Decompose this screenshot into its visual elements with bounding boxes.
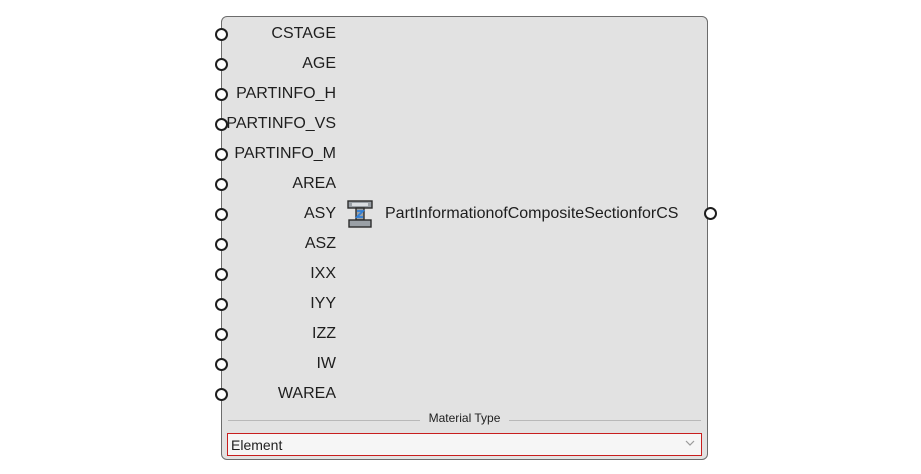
input-grip[interactable] (215, 268, 228, 281)
input-grip[interactable] (215, 358, 228, 371)
input-grip[interactable] (215, 118, 228, 131)
input-param-iyy[interactable]: IYY (215, 289, 342, 319)
input-grip[interactable] (215, 208, 228, 221)
input-label: IYY (310, 295, 336, 312)
input-param-ixx[interactable]: IXX (215, 259, 342, 289)
input-grip[interactable] (215, 88, 228, 101)
material-type-divider: Material Type (228, 411, 701, 427)
input-label: ASZ (304, 235, 336, 252)
material-type-label: Material Type (428, 411, 501, 425)
input-param-age[interactable]: AGE (215, 49, 342, 79)
input-param-izz[interactable]: IZZ (215, 319, 342, 349)
divider-line-right (509, 420, 701, 421)
input-parameter-list: CSTAGE AGE PARTINFO_H PARTINFO_VS PARTIN… (215, 19, 342, 409)
material-type-dropdown[interactable]: Element (227, 433, 702, 456)
input-grip[interactable] (215, 238, 228, 251)
input-param-partinfo-h[interactable]: PARTINFO_H (215, 79, 342, 109)
input-param-area[interactable]: AREA (215, 169, 342, 199)
input-param-asz[interactable]: ASZ (215, 229, 342, 259)
input-param-iw[interactable]: IW (215, 349, 342, 379)
input-grip[interactable] (215, 298, 228, 311)
input-label: IXX (310, 265, 336, 282)
grasshopper-component[interactable]: CSTAGE AGE PARTINFO_H PARTINFO_VS PARTIN… (215, 16, 717, 460)
input-param-partinfo-vs[interactable]: PARTINFO_VS (215, 109, 342, 139)
chevron-down-icon (685, 440, 695, 446)
input-param-cstage[interactable]: CSTAGE (215, 19, 342, 49)
input-label: ASY (303, 205, 336, 222)
input-label: WAREA (277, 385, 336, 402)
input-grip[interactable] (215, 388, 228, 401)
input-grip[interactable] (215, 148, 228, 161)
input-label: IW (316, 355, 336, 372)
input-grip[interactable] (215, 28, 228, 41)
input-label: CSTAGE (271, 25, 336, 42)
input-grip[interactable] (215, 58, 228, 71)
output-grip[interactable] (704, 207, 717, 220)
component-header: PartInformationofCompositeSectionforCS (346, 197, 678, 231)
material-type-value: Element (231, 437, 283, 453)
input-label: PARTINFO_VS (226, 115, 336, 132)
input-label: PARTINFO_M (234, 145, 336, 162)
input-param-warea[interactable]: WAREA (215, 379, 342, 409)
input-param-asy[interactable]: ASY (215, 199, 342, 229)
input-label: IZZ (312, 325, 336, 342)
input-param-partinfo-m[interactable]: PARTINFO_M (215, 139, 342, 169)
input-grip[interactable] (215, 178, 228, 191)
component-title: PartInformationofCompositeSectionforCS (385, 205, 679, 222)
composite-section-icon (347, 200, 373, 228)
input-label: PARTINFO_H (236, 85, 336, 102)
input-label: AREA (292, 175, 336, 192)
divider-line-left (228, 420, 420, 421)
input-grip[interactable] (215, 328, 228, 341)
input-label: AGE (302, 55, 336, 72)
